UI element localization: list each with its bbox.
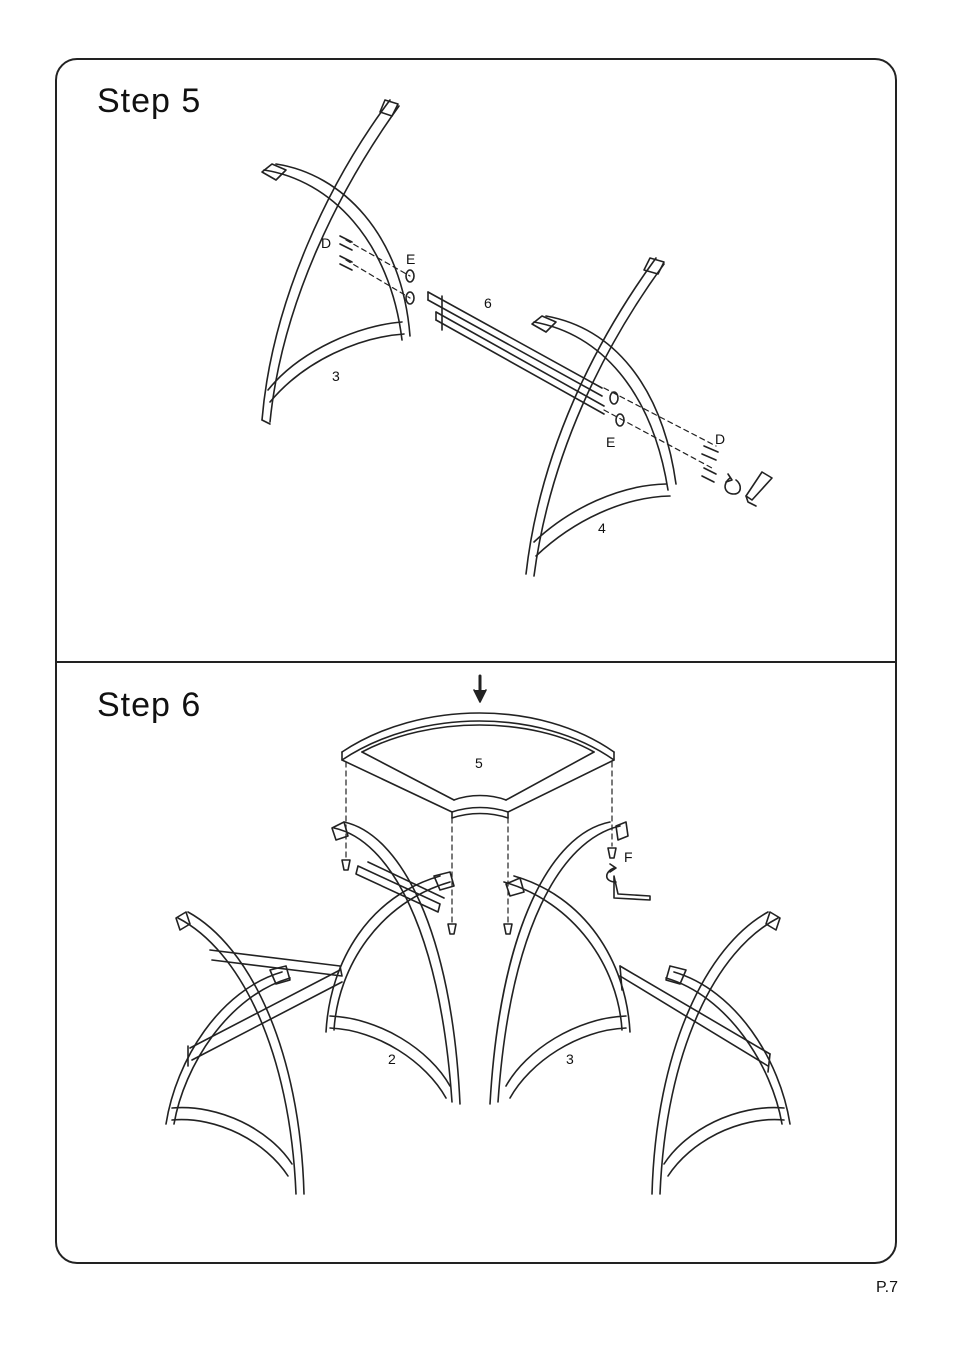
label-part-2: 2 (388, 1051, 396, 1067)
label-part-5: 5 (475, 755, 483, 771)
label-part-3: 3 (566, 1051, 574, 1067)
label-d: D (321, 235, 331, 251)
leg-3 (490, 822, 630, 1104)
label-d: D (715, 431, 725, 447)
label-e: E (406, 251, 415, 267)
leg-right (620, 912, 790, 1194)
label-part-3: 3 (332, 368, 340, 384)
label-part-6: 6 (484, 295, 492, 311)
allen-key-icon (746, 472, 772, 506)
stretcher-6 (428, 292, 604, 414)
rotate-arrow-icon (725, 474, 740, 494)
label-e: E (606, 434, 615, 450)
label-f: F (624, 849, 633, 865)
label-part-4: 4 (598, 520, 606, 536)
allen-key-icon (614, 876, 650, 900)
leg-left (166, 912, 342, 1194)
page-number: P.7 (876, 1279, 898, 1297)
fastener-guides-step5 (346, 240, 716, 468)
down-arrow-icon (474, 676, 486, 702)
